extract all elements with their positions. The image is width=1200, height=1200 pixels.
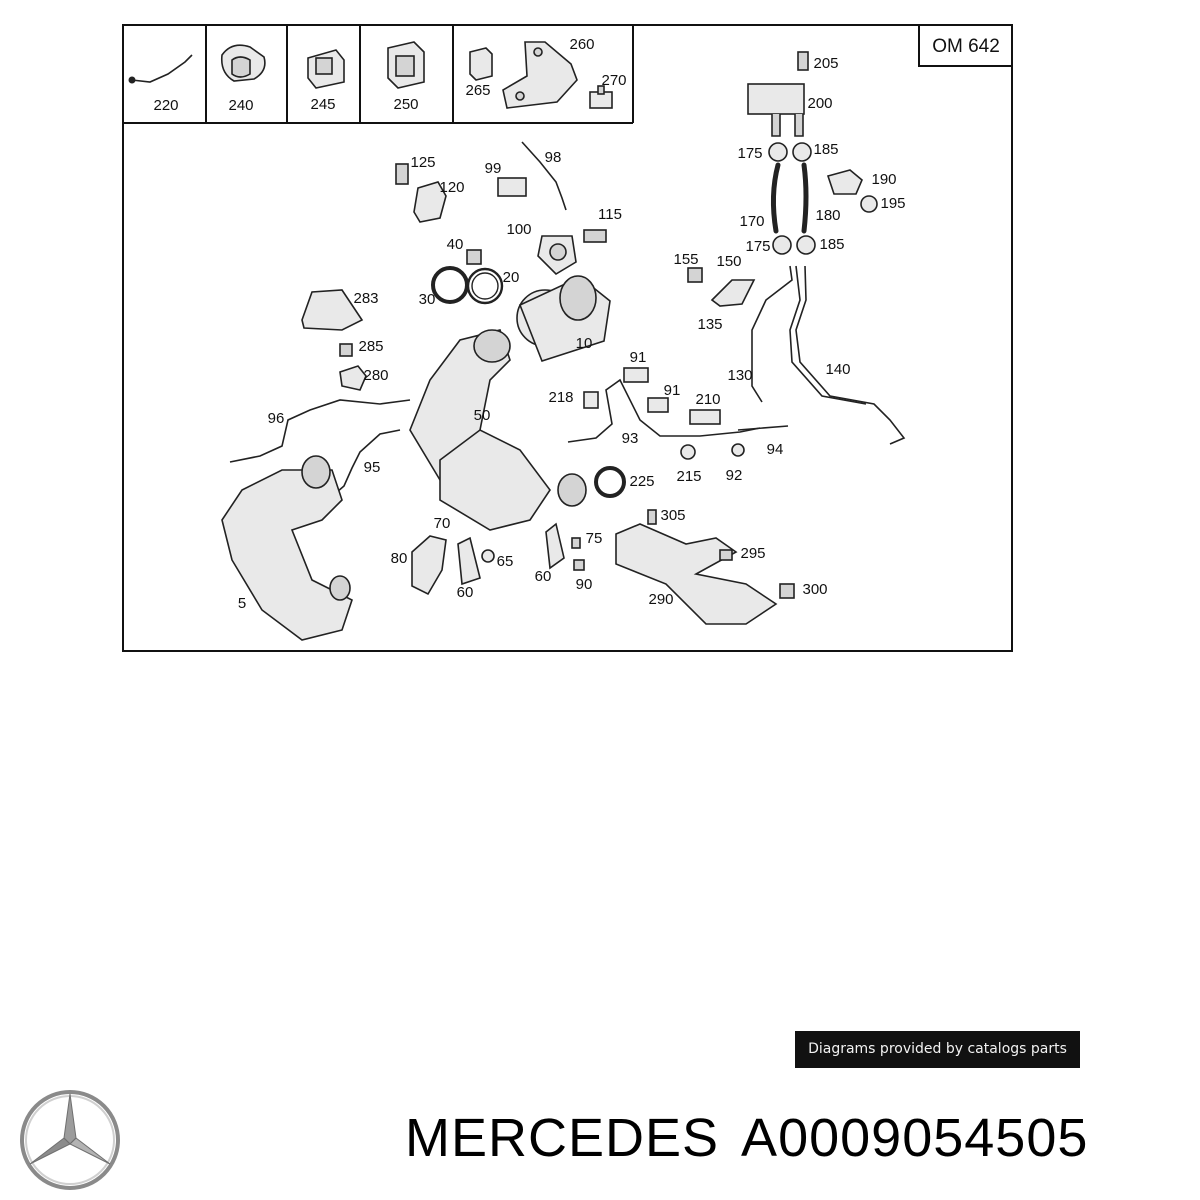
part-99-clip [497, 177, 527, 197]
part-96-95-sensor-wires [229, 399, 411, 499]
legend-label-220: 220 [153, 97, 178, 114]
legend-label-270: 270 [601, 72, 626, 89]
callout-30: 30 [419, 291, 436, 308]
mercedes-star-icon [20, 1090, 120, 1190]
callout-70: 70 [434, 515, 451, 532]
part-number: A0009054505 [741, 1108, 1089, 1168]
legend-label-245: 245 [310, 96, 335, 113]
callout-20: 20 [503, 269, 520, 286]
callout-185: 185 [813, 141, 838, 158]
callout-115: 115 [598, 206, 622, 223]
callout-120: 120 [439, 179, 464, 196]
legend-icon-245 [307, 49, 345, 89]
callout-60: 60 [457, 584, 474, 601]
callout-195: 195 [880, 195, 905, 212]
callout-98: 98 [545, 149, 562, 166]
callout-285: 285 [358, 338, 383, 355]
callout-283: 283 [353, 290, 378, 307]
legend-label-260: 260 [569, 36, 594, 53]
callout-150: 150 [716, 253, 741, 270]
part-120-125-bracket [395, 163, 447, 223]
callout-93: 93 [622, 430, 639, 447]
part-5-converter [221, 455, 353, 641]
callout-170: 170 [739, 213, 764, 230]
callout-99: 99 [485, 160, 502, 177]
callout-175: 175 [737, 145, 762, 162]
callout-225: 225 [629, 473, 654, 490]
part-290-295-300-305-heatshield [615, 509, 795, 625]
callout-210: 210 [695, 391, 720, 408]
part-60-70-80-brackets [411, 522, 585, 596]
part-130-140-lines [751, 265, 906, 445]
part-10-turbo-housing [516, 275, 611, 362]
callout-92: 92 [726, 467, 743, 484]
callout-185: 185 [819, 236, 844, 253]
part-20-30-40-clamps [431, 249, 504, 305]
legend-icon-250 [387, 41, 425, 89]
callout-140: 140 [825, 361, 850, 378]
legend-label-250: 250 [393, 96, 418, 113]
callout-91: 91 [664, 382, 681, 399]
callout-94: 94 [767, 441, 784, 458]
legend-strip [123, 25, 634, 124]
part-215-225-clamps [594, 443, 745, 498]
watermark-badge: Diagrams provided by catalogs parts [795, 1031, 1080, 1068]
diagram-frame [122, 24, 1013, 652]
part-93-94-wire-harness [567, 378, 789, 443]
callout-175: 175 [745, 238, 770, 255]
legend-labels: 220 240 245 250 265 260 270 [153, 36, 626, 114]
part-98-sensor-wire [521, 141, 567, 211]
callout-295: 295 [740, 545, 765, 562]
brand-name: MERCEDES [405, 1108, 720, 1168]
legend-icon-265 [469, 47, 493, 81]
callout-90: 90 [576, 576, 593, 593]
callout-180: 180 [815, 207, 840, 224]
part-91-clips [623, 367, 669, 413]
engine-label: OM 642 [932, 36, 1000, 57]
callout-10: 10 [576, 335, 593, 352]
engine-label-box [918, 24, 1013, 67]
footer-caption: MERCEDES A0009054505 [405, 1103, 1110, 1173]
callout-155: 155 [673, 251, 698, 268]
callout-100: 100 [506, 221, 531, 238]
callout-60: 60 [535, 568, 552, 585]
callout-75: 75 [586, 530, 603, 547]
callout-5: 5 [238, 595, 246, 612]
callout-91: 91 [630, 349, 647, 366]
callout-200: 200 [807, 95, 832, 112]
part-170-180-hoses [770, 162, 863, 234]
part-283-285-280-brackets [301, 289, 367, 391]
callout-300: 300 [802, 581, 827, 598]
callout-215: 215 [676, 468, 701, 485]
part-50-exhaust-pipe [409, 329, 587, 531]
callout-135: 135 [697, 316, 722, 333]
part-100-115-gasket [537, 229, 607, 276]
callout-50: 50 [474, 407, 491, 424]
legend-icon-220 [128, 54, 193, 84]
callout-205: 205 [813, 55, 838, 72]
callout-305: 305 [660, 507, 685, 524]
part-150-155-bracket [687, 267, 756, 307]
part-175-185-nuts [768, 142, 878, 255]
legend-icon-270 [589, 85, 613, 109]
callout-280: 280 [363, 367, 388, 384]
callout-125: 125 [410, 154, 435, 171]
part-218-clip [583, 391, 599, 409]
legend-icon-260 [502, 41, 578, 109]
part-200-sensor [747, 51, 809, 137]
legend-label-265: 265 [465, 82, 490, 99]
legend-label-240: 240 [228, 97, 253, 114]
legend-icon-240 [220, 44, 266, 82]
callout-190: 190 [871, 171, 896, 188]
callout-95: 95 [364, 459, 381, 476]
callout-130: 130 [727, 367, 752, 384]
callout-40: 40 [447, 236, 464, 253]
callout-65: 65 [497, 553, 514, 570]
callout-80: 80 [391, 550, 408, 567]
callout-96: 96 [268, 410, 285, 427]
callout-218: 218 [548, 389, 573, 406]
callout-290: 290 [648, 591, 673, 608]
